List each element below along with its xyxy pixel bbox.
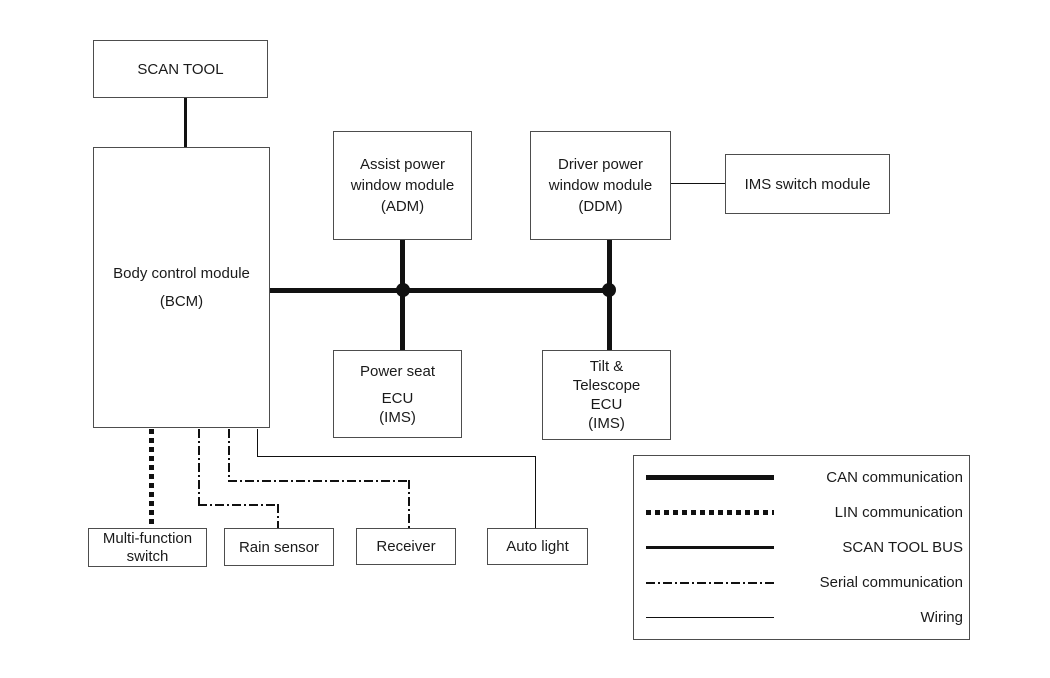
node-tilt-line2: Telescope [572,377,641,394]
serial-line-receiver-v2 [408,480,410,528]
legend-label-lin: LIN communication [834,504,963,521]
node-adm-line3: (ADM) [380,198,425,215]
wiring-line-auto-light-v2 [535,456,536,528]
serial-line-rain-sensor-v1 [198,429,200,506]
legend-label-wiring: Wiring [920,609,963,626]
serial-line-rain-sensor-v2 [277,504,279,528]
legend-row-can: CAN communication [634,460,969,495]
node-ddm-line3: (DDM) [578,198,623,215]
node-ddm-line2: window module [548,177,653,194]
node-adm-line1: Assist power [359,156,446,173]
node-bcm: Body control module (BCM) [93,147,270,428]
legend: CAN communication LIN communication SCAN… [633,455,970,640]
scan-tool-bus-sample-icon [646,546,774,549]
legend-row-serial: Serial communication [634,565,969,600]
wiring-line-sample-icon [646,617,774,618]
node-tilt-telescope-ecu: Tilt & Telescope ECU (IMS) [542,350,671,440]
legend-label-serial: Serial communication [819,574,963,591]
node-power-seat-line2: ECU [381,390,414,407]
can-junction-dot-ddm [602,283,616,297]
legend-row-lin: LIN communication [634,495,969,530]
node-ddm-line1: Driver power [557,156,644,173]
can-line-sample-icon [646,475,774,480]
node-auto-light: Auto light [487,528,588,565]
serial-line-receiver-v1 [228,429,230,482]
node-adm-line2: window module [350,177,455,194]
legend-label-can: CAN communication [826,469,963,486]
wiring-line-ddm-ims [671,183,725,184]
serial-line-rain-sensor-h [198,504,279,506]
node-tilt-line3: ECU [590,396,623,413]
node-ims-switch-label: IMS switch module [744,175,871,193]
can-bus-horizontal-line [270,288,612,293]
node-receiver-label: Receiver [376,538,436,555]
node-bcm-line1: Body control module [113,265,250,282]
node-ddm: Driver power window module (DDM) [530,131,671,240]
node-multi-function-switch: Multi-function switch [88,528,207,567]
node-power-seat-ecu: Power seat ECU (IMS) [333,350,462,438]
node-tilt-line4: (IMS) [588,415,625,432]
node-rain-sensor: Rain sensor [224,528,334,566]
node-scan-tool: SCAN TOOL [93,40,268,98]
node-receiver: Receiver [356,528,456,565]
legend-row-scan-tool-bus: SCAN TOOL BUS [634,530,969,565]
serial-line-sample-icon [646,581,774,584]
node-power-seat-line3: (IMS) [379,409,416,426]
lin-line-sample-icon [646,510,774,515]
node-auto-light-label: Auto light [506,538,569,555]
legend-label-scan-tool-bus: SCAN TOOL BUS [842,539,963,556]
node-power-seat-line1: Power seat [359,363,436,380]
scan-tool-bus-line [184,98,187,147]
wiring-line-auto-light-h [257,456,536,457]
legend-row-wiring: Wiring [634,600,969,635]
node-tilt-line1: Tilt & [589,358,624,375]
node-multi-function-line1: Multi-function [102,529,193,547]
lin-line-multifunction-switch [149,429,154,528]
can-junction-dot-adm [396,283,410,297]
serial-line-receiver-h [228,480,410,482]
node-ims-switch-module: IMS switch module [725,154,890,214]
node-adm: Assist power window module (ADM) [333,131,472,240]
node-scan-tool-label: SCAN TOOL [137,60,224,78]
wiring-line-auto-light-v1 [257,429,258,457]
node-rain-sensor-label: Rain sensor [238,538,320,556]
node-bcm-line2: (BCM) [159,293,204,310]
node-multi-function-line2: switch [126,547,169,565]
